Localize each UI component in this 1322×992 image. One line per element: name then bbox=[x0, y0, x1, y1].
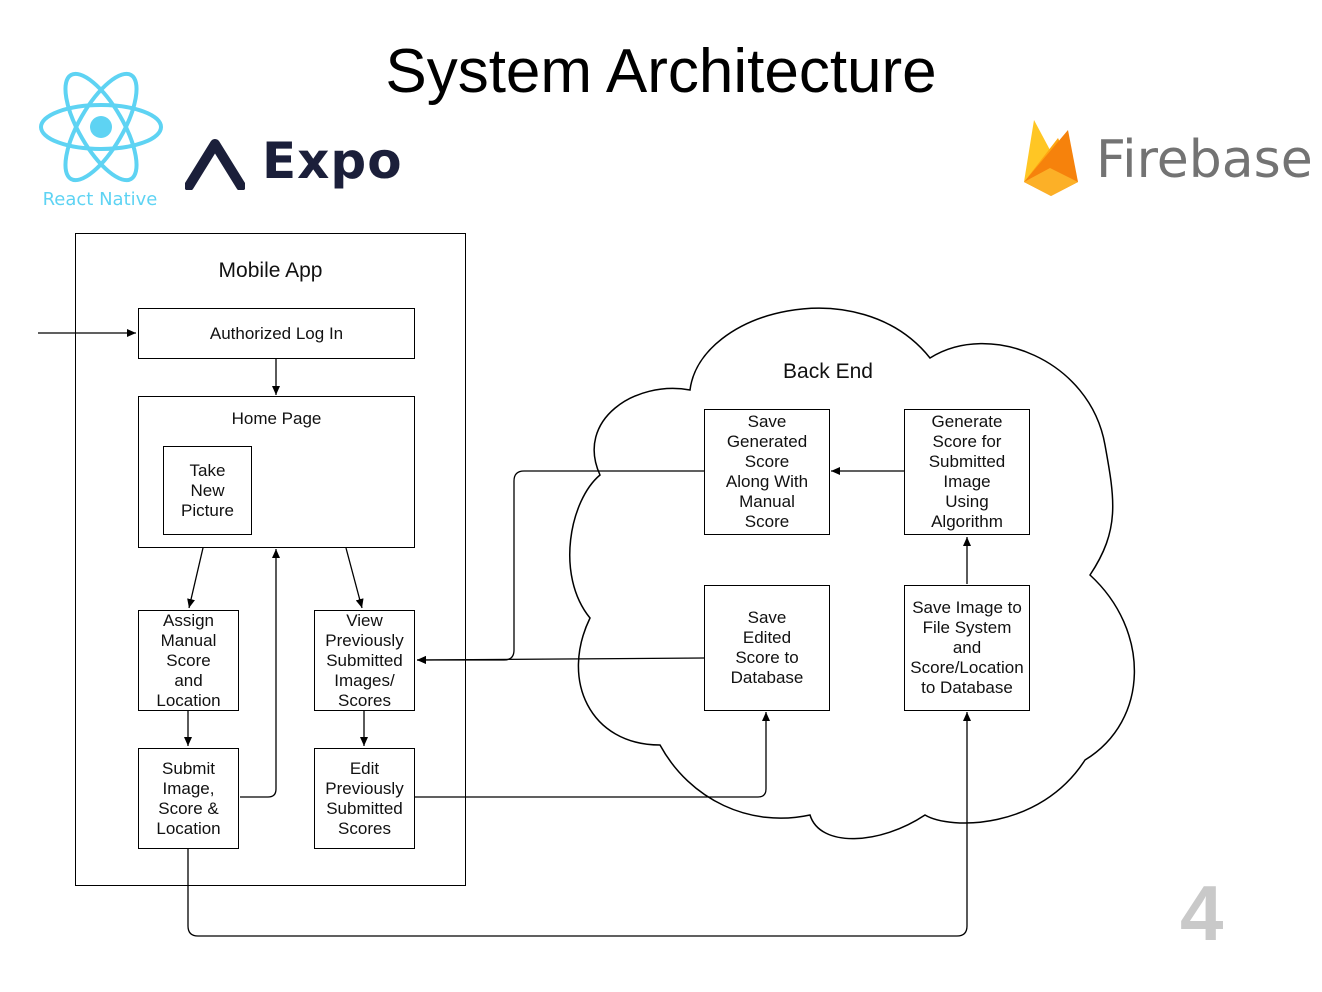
save-generated-score-box: Save Generated Score Along With Manual S… bbox=[704, 409, 830, 535]
save-image-box: Save Image to File System and Score/Loca… bbox=[904, 585, 1030, 711]
view-previously-submitted-box: View Previously Submitted Images/ Scores bbox=[314, 610, 415, 711]
generate-score-box: Generate Score for Submitted Image Using… bbox=[904, 409, 1030, 535]
page-number: 4 bbox=[1180, 869, 1224, 957]
expo-label: Expo bbox=[262, 132, 403, 190]
firebase-label: Firebase bbox=[1096, 130, 1313, 190]
react-native-label: React Native bbox=[42, 189, 158, 210]
authorized-log-in-box: Authorized Log In bbox=[138, 308, 415, 359]
slide-title: System Architecture bbox=[385, 37, 937, 106]
assign-manual-score-box: Assign Manual Score and Location bbox=[138, 610, 239, 711]
mobile-app-frame bbox=[75, 233, 466, 886]
edit-to-save-edited-arrow bbox=[415, 712, 770, 798]
save-generated-to-view-arrow bbox=[417, 470, 704, 664]
submit-to-save-image-arrow bbox=[187, 712, 971, 937]
home-to-view-arrow bbox=[345, 547, 364, 609]
mobile-app-label: Mobile App bbox=[218, 259, 323, 282]
back-end-label: Back End bbox=[783, 360, 873, 383]
take-new-picture-box: Take New Picture bbox=[163, 446, 252, 535]
react-atom-icon bbox=[39, 71, 163, 183]
edit-previously-submitted-box: Edit Previously Submitted Scores bbox=[314, 748, 415, 849]
submit-to-home-arrow bbox=[240, 549, 280, 798]
save-edited-score-box: Save Edited Score to Database bbox=[704, 585, 830, 711]
firebase-flame-icon bbox=[1024, 120, 1078, 196]
expo-chevron-icon bbox=[185, 139, 245, 190]
submit-image-box: Submit Image, Score & Location bbox=[138, 748, 239, 849]
back-end-cloud bbox=[569, 307, 1136, 840]
